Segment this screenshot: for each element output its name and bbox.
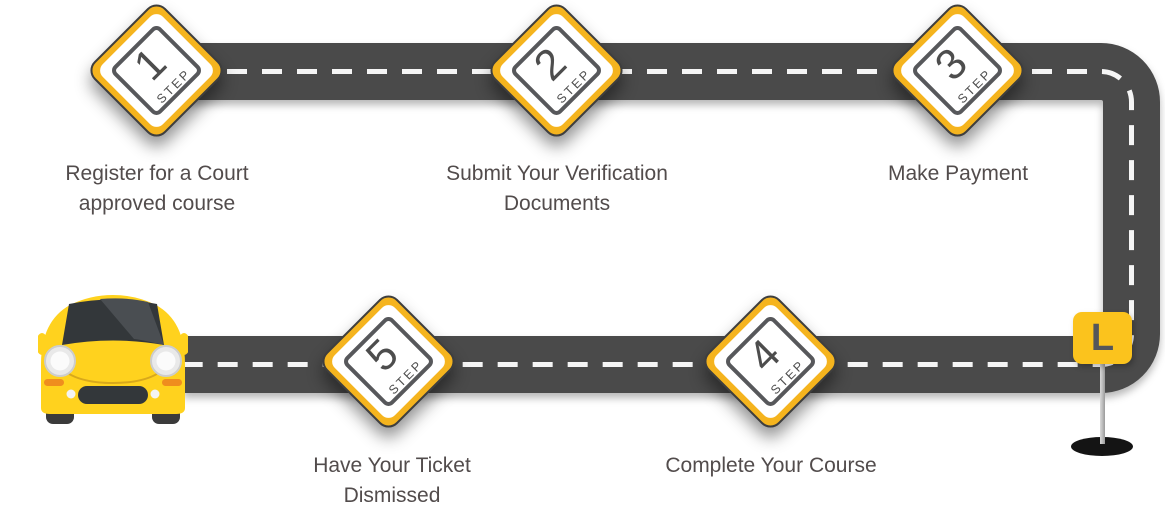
pole-ground-shadow <box>1071 437 1133 456</box>
step-caption-2: Submit Your Verification Documents <box>446 162 668 215</box>
step-sign-2: 2 STEP <box>485 0 628 142</box>
step-sign-3: 3 STEP <box>886 0 1029 142</box>
learner-plate-sign: L <box>1073 312 1132 364</box>
step-caption-4: Complete Your Course <box>665 454 877 477</box>
car-icon <box>38 295 188 424</box>
step-caption-5: Have Your Ticket Dismissed <box>313 454 471 507</box>
step-sign-4: 4 STEP <box>699 290 842 433</box>
step-caption-3: Make Payment <box>887 162 1029 185</box>
step-sign-5: 5 STEP <box>317 290 460 433</box>
sign-pole <box>1100 358 1105 444</box>
learner-plate-label: L <box>1090 316 1115 359</box>
step-caption-1: Register for a Court approved course <box>65 162 249 215</box>
road-dashed-centerline <box>157 69 1134 367</box>
step-sign-1: 1 STEP <box>85 0 228 142</box>
